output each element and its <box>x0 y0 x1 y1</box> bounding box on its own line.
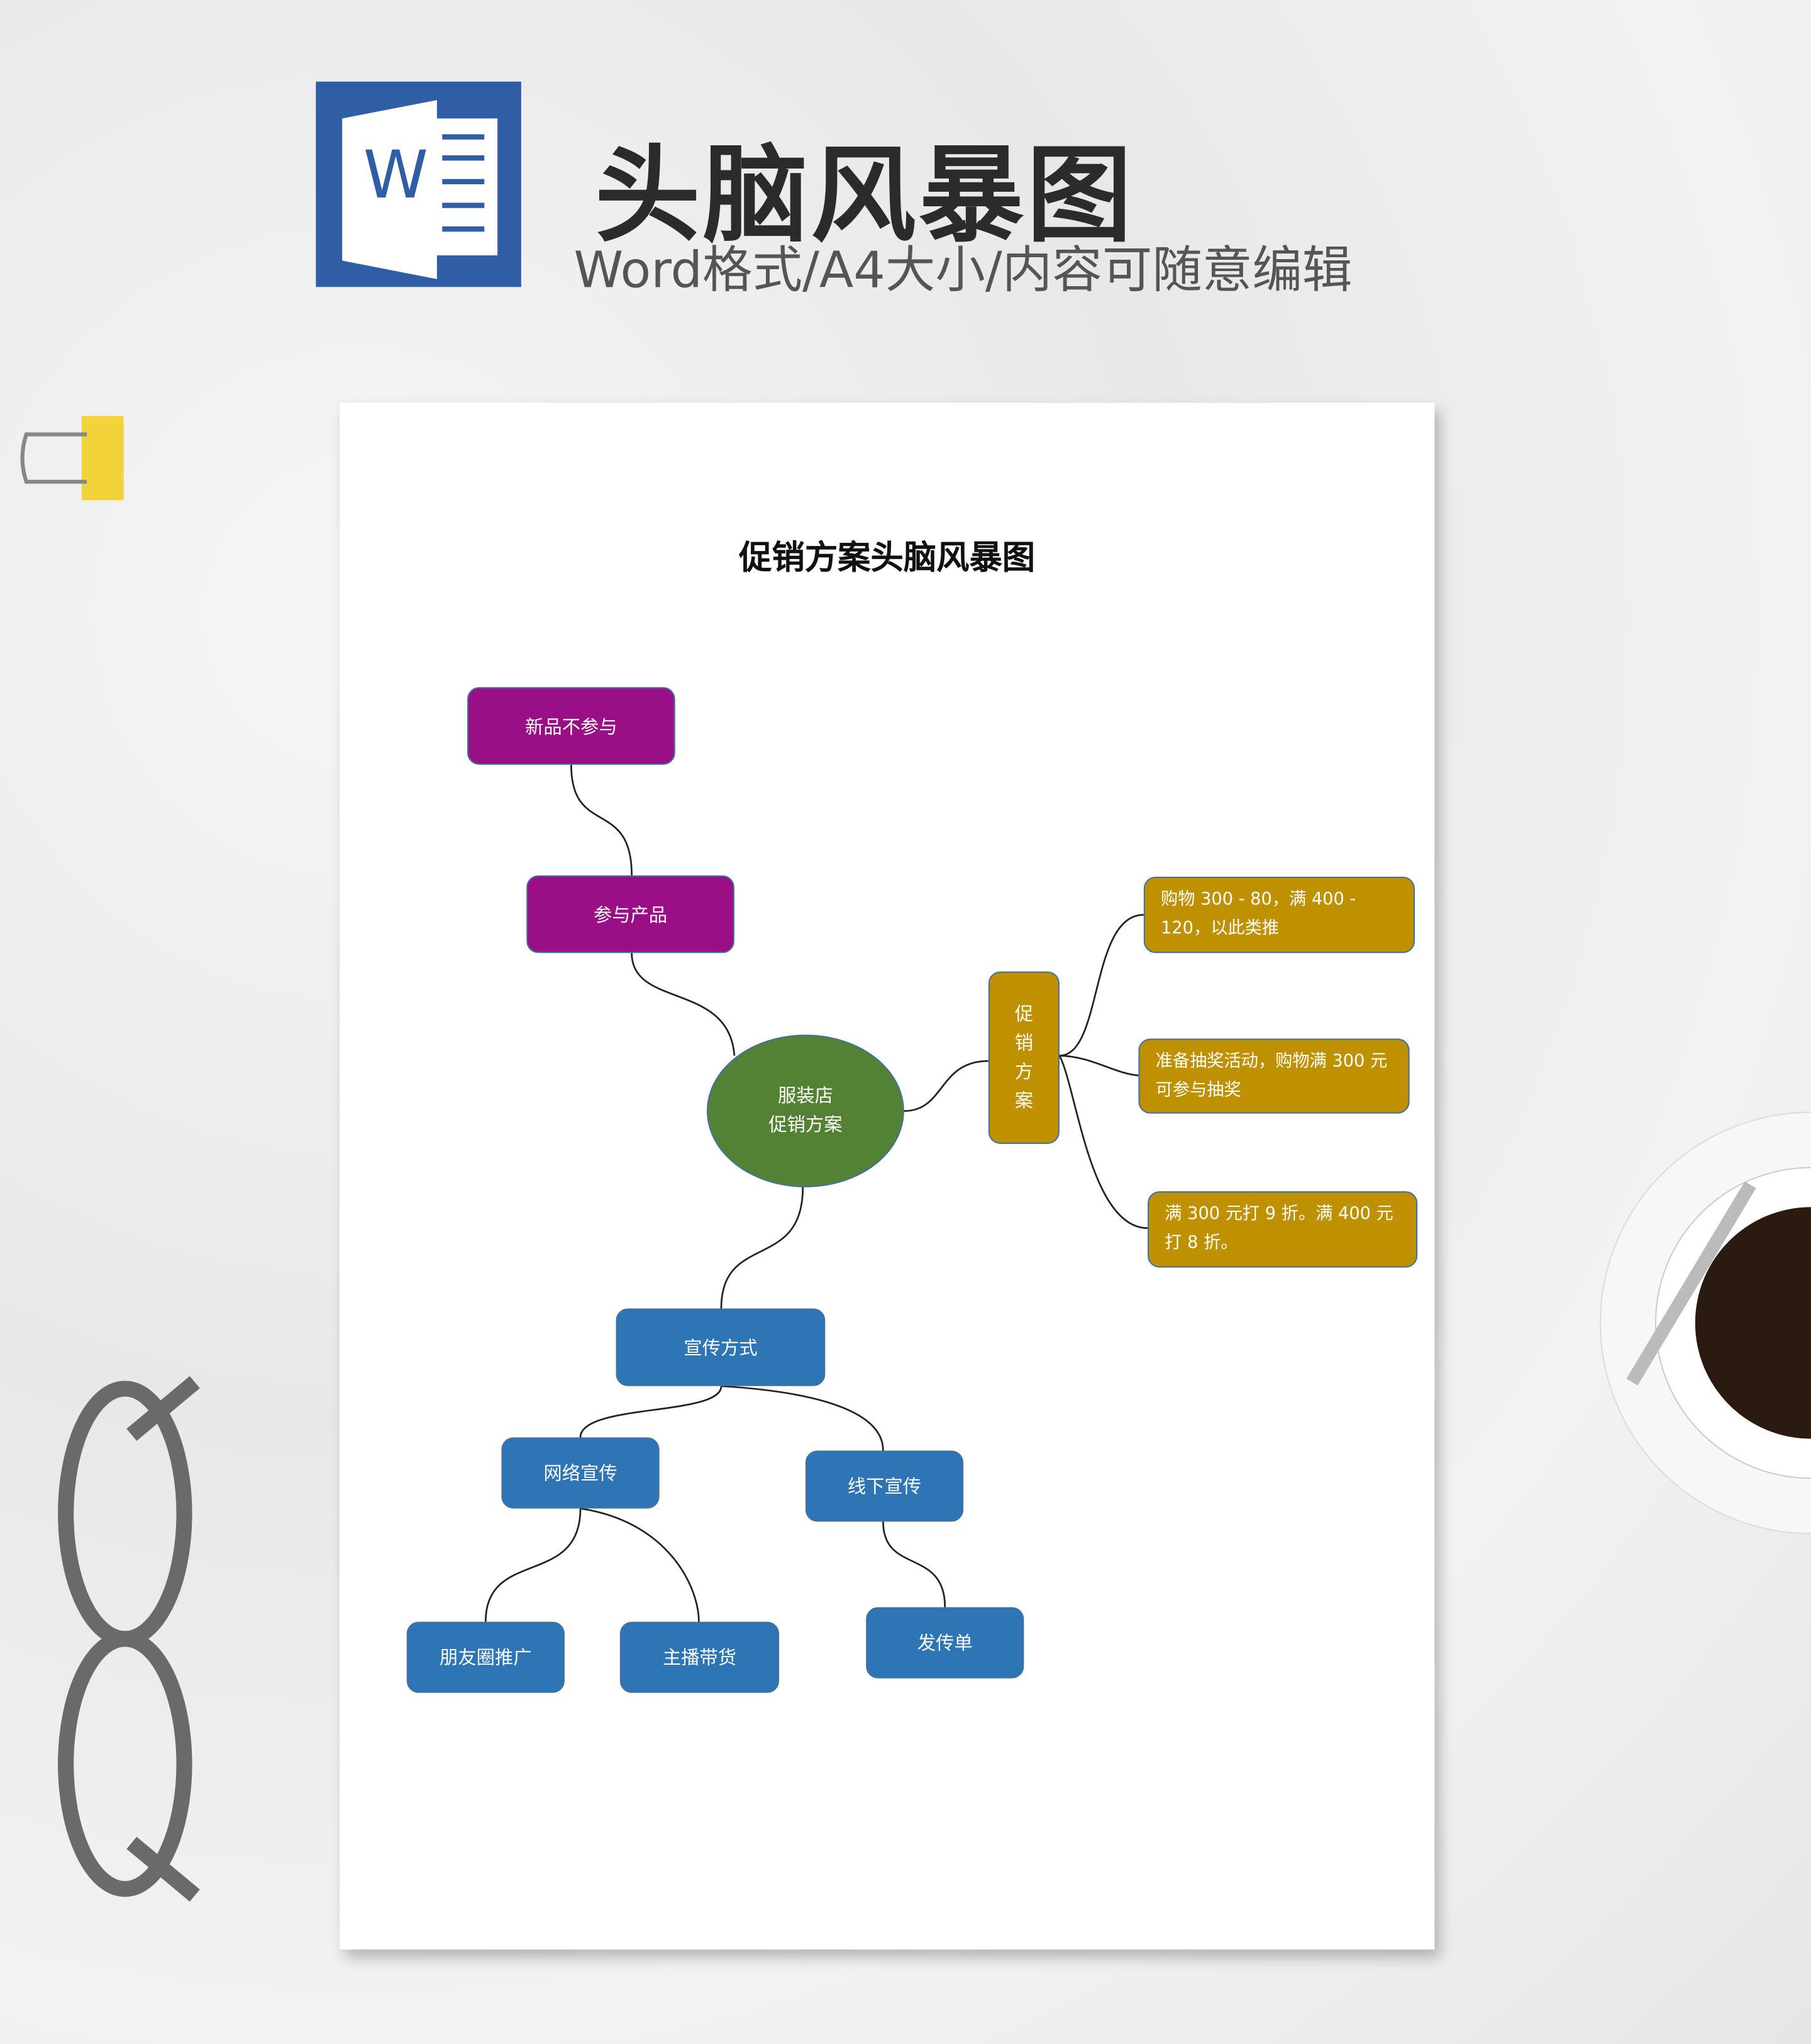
node-online: 网络宣传 <box>501 1437 660 1509</box>
document-page: 促销方案头脑风暴图 新品不参与 参与产品 服装店促销方案 促 销 方 案 购物 … <box>339 403 1435 1950</box>
coffee-cup-icon <box>1600 1111 1811 1535</box>
node-center-ellipse: 服装店促销方案 <box>706 1035 904 1187</box>
node-flyers: 发传单 <box>866 1607 1024 1679</box>
word-logo-icon: W <box>316 81 521 287</box>
node-promo-lottery: 准备抽奖活动，购物满 300 元可参与抽奖 <box>1138 1038 1410 1114</box>
promo-plan-char: 销 <box>1014 1032 1034 1054</box>
node-offline: 线下宣传 <box>805 1450 964 1522</box>
node-new-excluded: 新品不参与 <box>467 687 675 765</box>
document-title: 促销方案头脑风暴图 <box>739 538 1036 577</box>
binder-clip-icon <box>20 416 124 501</box>
banner-subtitle: Word格式/A4大小/内容可随意编辑 <box>573 241 1353 299</box>
node-livestream: 主播带货 <box>619 1621 780 1693</box>
node-participating-products: 参与产品 <box>526 875 734 953</box>
promo-plan-char: 促 <box>1014 1003 1034 1025</box>
node-publicity: 宣传方式 <box>616 1308 826 1386</box>
connector-lines <box>484 765 1148 1622</box>
node-promo-percent-off: 满 300 元打 9 折。满 400 元打 8 折。 <box>1148 1191 1418 1268</box>
banner-title: 头脑风暴图 <box>595 134 1135 257</box>
node-promo-plan: 促 销 方 案 <box>988 971 1060 1144</box>
center-line2: 促销方案 <box>768 1114 843 1136</box>
center-line1: 服装店 <box>777 1086 833 1108</box>
node-moments: 朋友圈推广 <box>406 1621 565 1693</box>
node-promo-discount-tier: 购物 300 - 80，满 400 - 120，以此类推 <box>1143 876 1415 953</box>
promo-plan-char: 方 <box>1014 1062 1034 1083</box>
glasses-icon <box>58 1376 200 1902</box>
word-logo-letter: W <box>363 136 429 214</box>
promo-plan-char: 案 <box>1014 1091 1034 1112</box>
